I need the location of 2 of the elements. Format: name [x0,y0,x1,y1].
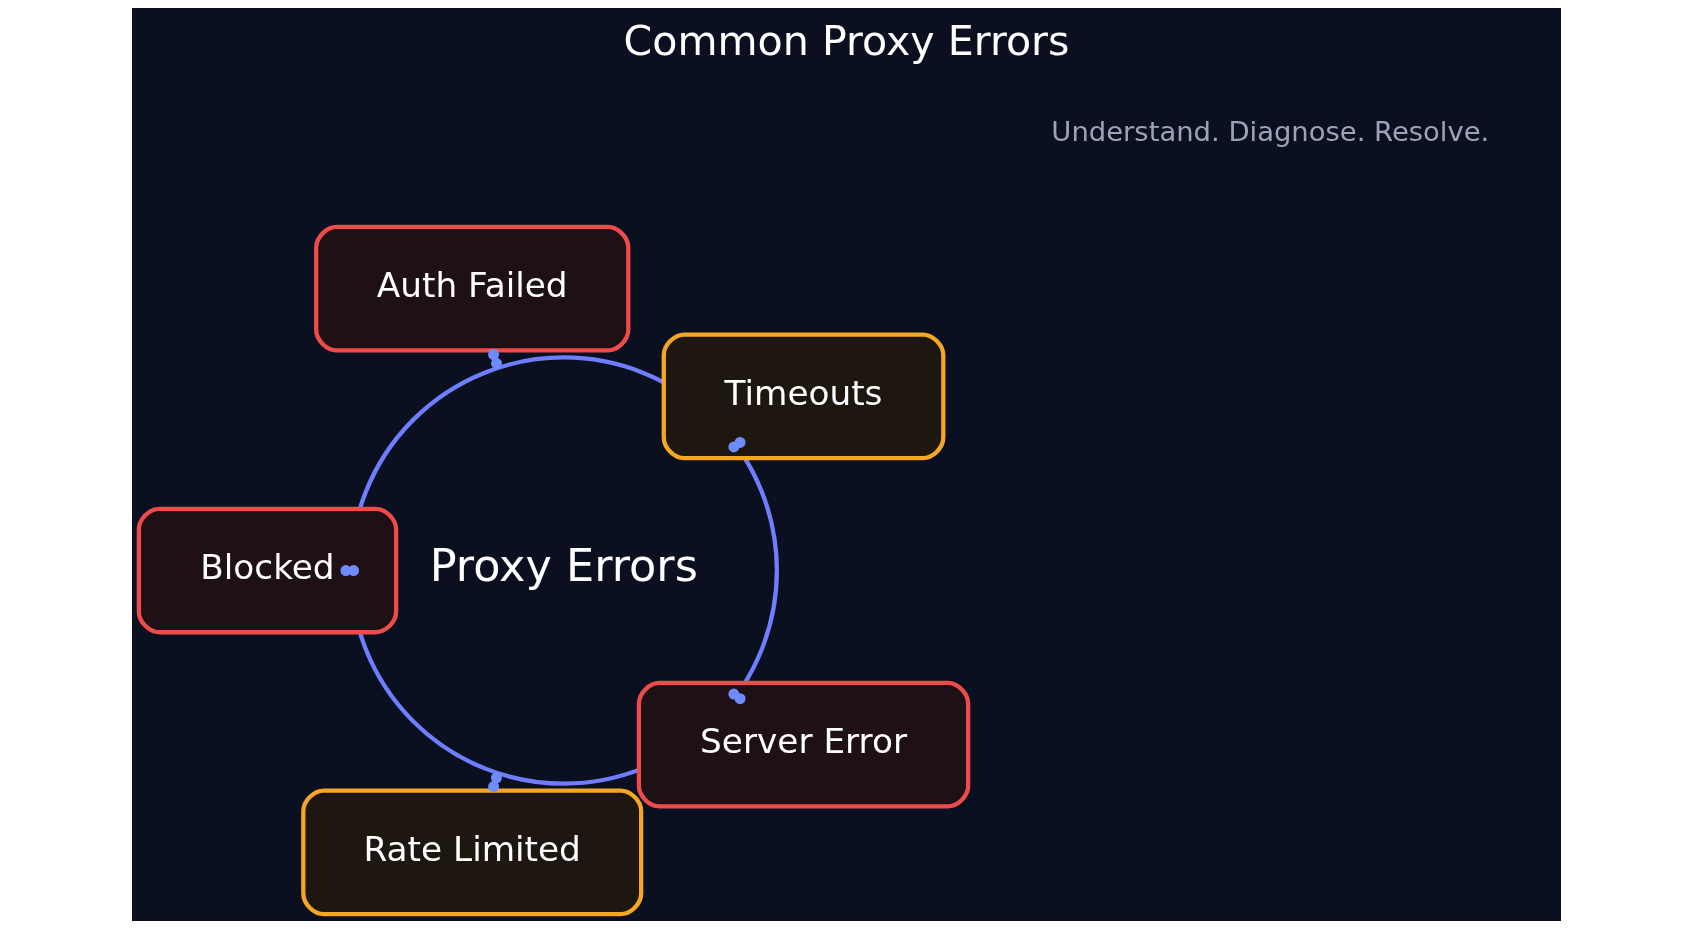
diagram-title: Common Proxy Errors [623,16,1070,65]
label: Understand. Diagnose. Resolve. [1051,116,1490,148]
